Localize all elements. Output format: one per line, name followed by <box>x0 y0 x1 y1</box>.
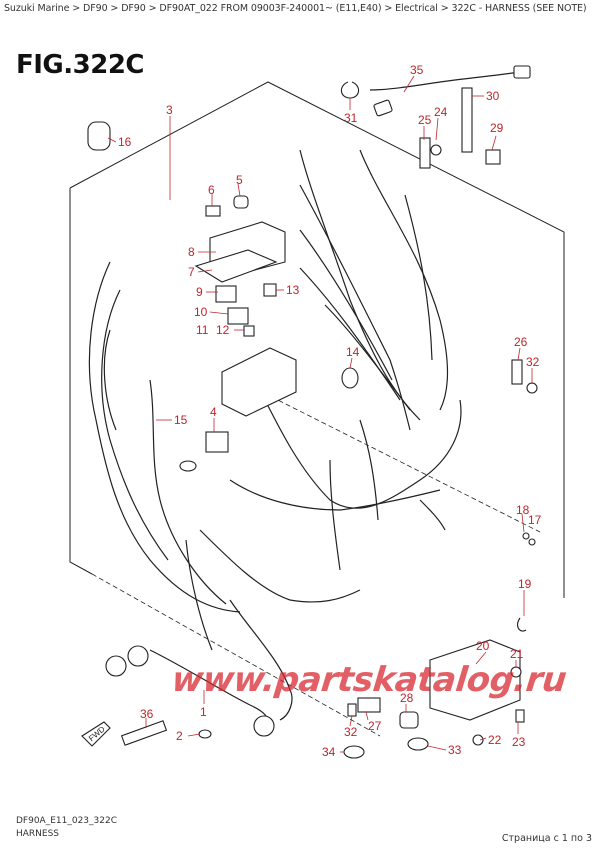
callout-22: 22 <box>488 733 502 747</box>
callout-6: 6 <box>208 183 215 197</box>
callout-18: 18 <box>516 503 530 517</box>
harness-wires <box>88 71 521 727</box>
callout-15: 15 <box>174 413 188 427</box>
callout-16: 16 <box>118 135 132 149</box>
leader-lines <box>107 75 533 753</box>
parts <box>81 65 538 759</box>
callout-27: 27 <box>368 719 382 733</box>
callout-12: 12 <box>216 323 230 337</box>
figure-name: HARNESS <box>16 829 60 839</box>
callout-1: 1 <box>200 705 207 719</box>
callout-5: 5 <box>236 173 243 187</box>
watermark-text: www.partskatalog.ru <box>169 660 569 700</box>
callout-14: 14 <box>346 345 360 359</box>
callout-25: 25 <box>418 113 432 127</box>
callout-9: 9 <box>196 285 203 299</box>
isometric-frame <box>69 81 565 737</box>
callout-3: 3 <box>166 103 173 117</box>
callout-35: 35 <box>410 63 424 77</box>
callout-26: 26 <box>514 335 528 349</box>
callout-20: 20 <box>476 639 490 653</box>
callout-numbers: 35 31 30 24 25 29 3 16 6 5 8 7 9 13 10 1… <box>118 63 542 759</box>
callout-30: 30 <box>486 89 500 103</box>
callout-2: 2 <box>176 729 183 743</box>
callout-32: 32 <box>526 355 540 369</box>
callout-23: 23 <box>512 735 526 749</box>
callout-34: 34 <box>322 745 336 759</box>
breadcrumb[interactable]: Suzuki Marine > DF90 > DF90 > DF90AT_022… <box>4 3 587 14</box>
page-indicator: Страница с 1 по 3 <box>501 833 592 844</box>
callout-13: 13 <box>286 283 300 297</box>
callout-4: 4 <box>210 405 217 419</box>
figure-code: DF90A_E11_023_322C <box>16 816 117 826</box>
callout-8: 8 <box>188 245 195 259</box>
callout-11: 11 <box>196 323 209 337</box>
callout-10: 10 <box>194 305 208 319</box>
callout-19: 19 <box>518 577 532 591</box>
callout-31: 31 <box>344 111 358 125</box>
callout-36: 36 <box>140 707 154 721</box>
callout-21: 21 <box>510 647 524 661</box>
callout-33: 33 <box>448 743 462 757</box>
callout-32-lower: 32 <box>344 725 358 739</box>
callout-29: 29 <box>490 121 504 135</box>
callout-7: 7 <box>188 265 195 279</box>
callout-24: 24 <box>434 105 448 119</box>
callout-28: 28 <box>400 691 414 705</box>
figure-title: FIG.322C <box>16 50 145 80</box>
callout-17: 17 <box>528 513 542 527</box>
